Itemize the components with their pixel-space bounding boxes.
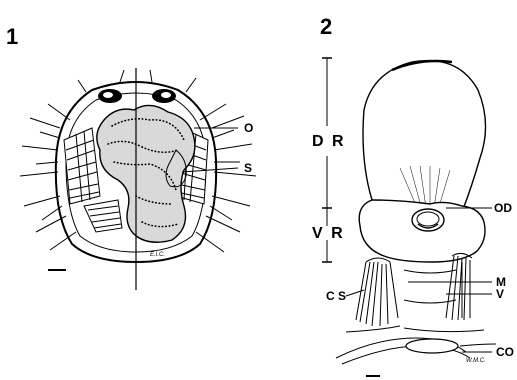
- muscle-m-v: [446, 253, 472, 320]
- muscle-cs: [356, 258, 390, 326]
- signature-2: W.M.C.: [466, 358, 486, 364]
- label-cs: C S: [326, 289, 346, 303]
- dorsal-region: [363, 61, 486, 212]
- eye-left-icon: [98, 89, 122, 103]
- leader-cs: [346, 290, 364, 296]
- stalk: [390, 262, 462, 318]
- opening-od: [412, 209, 444, 231]
- label-v: V: [496, 287, 504, 301]
- figure-1-number: 1: [6, 24, 18, 49]
- figure-2-number: 2: [320, 14, 332, 39]
- figure-2: 2 D R V R OD: [312, 14, 514, 376]
- label-od: OD: [494, 201, 512, 215]
- signature-1: E.I.C.: [150, 252, 165, 258]
- label-dr: D R: [312, 133, 346, 150]
- label-vr: V R: [312, 225, 345, 242]
- connective-node: [406, 339, 458, 353]
- label-co: CO: [496, 345, 514, 359]
- muscle-lower-left: [84, 200, 122, 232]
- figure-1: 1: [6, 24, 256, 290]
- muscle-left: [64, 128, 100, 204]
- label-s: S: [244, 161, 252, 175]
- label-o: O: [244, 121, 253, 135]
- eye-right-icon: [152, 89, 176, 103]
